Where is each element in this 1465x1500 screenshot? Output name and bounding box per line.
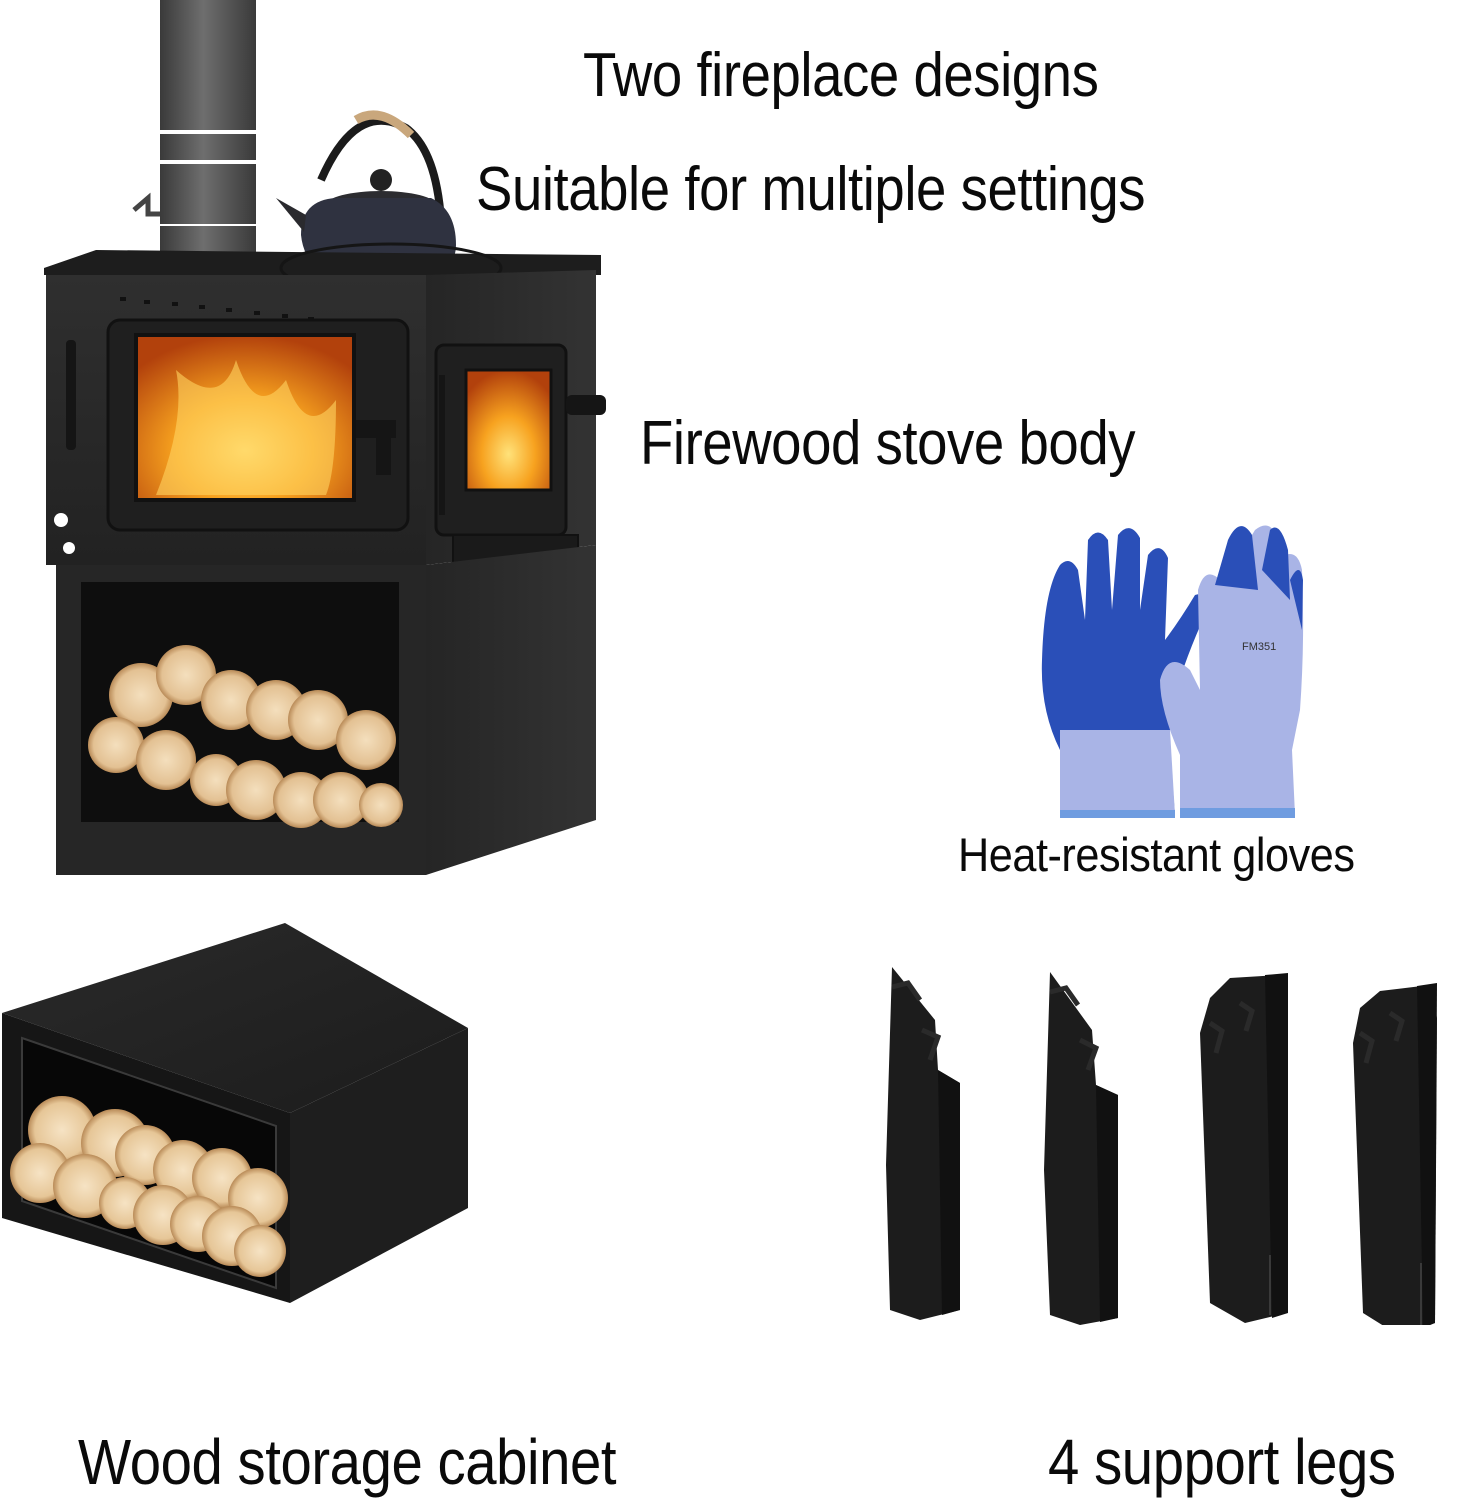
headline-line-2: Suitable for multiple settings (476, 155, 1146, 224)
support-leg-4 (1353, 983, 1437, 1325)
gloves-label: Heat-resistant gloves (958, 828, 1355, 881)
support-leg-icon (886, 967, 1437, 1325)
support-leg-2 (1044, 972, 1118, 1325)
wood-stove-image (36, 0, 636, 880)
storage-cabinet-label: Wood storage cabinet (78, 1426, 617, 1498)
support-legs-image (880, 965, 1465, 1325)
support-leg-1 (886, 967, 960, 1320)
gloves-icon: FM351 (1041, 525, 1304, 818)
support-legs-label: 4 support legs (1048, 1426, 1396, 1498)
support-leg-3 (1200, 973, 1288, 1323)
gloves-image: FM351 (1030, 510, 1315, 820)
svg-text:FM351: FM351 (1242, 641, 1276, 653)
headline-line-1: Two fireplace designs (583, 41, 1099, 110)
stove-body-label: Firewood stove body (640, 409, 1136, 478)
storage-cabinet-image (0, 918, 470, 1303)
log-cabinet-icon (2, 923, 468, 1303)
wood-stove-icon (44, 0, 606, 875)
